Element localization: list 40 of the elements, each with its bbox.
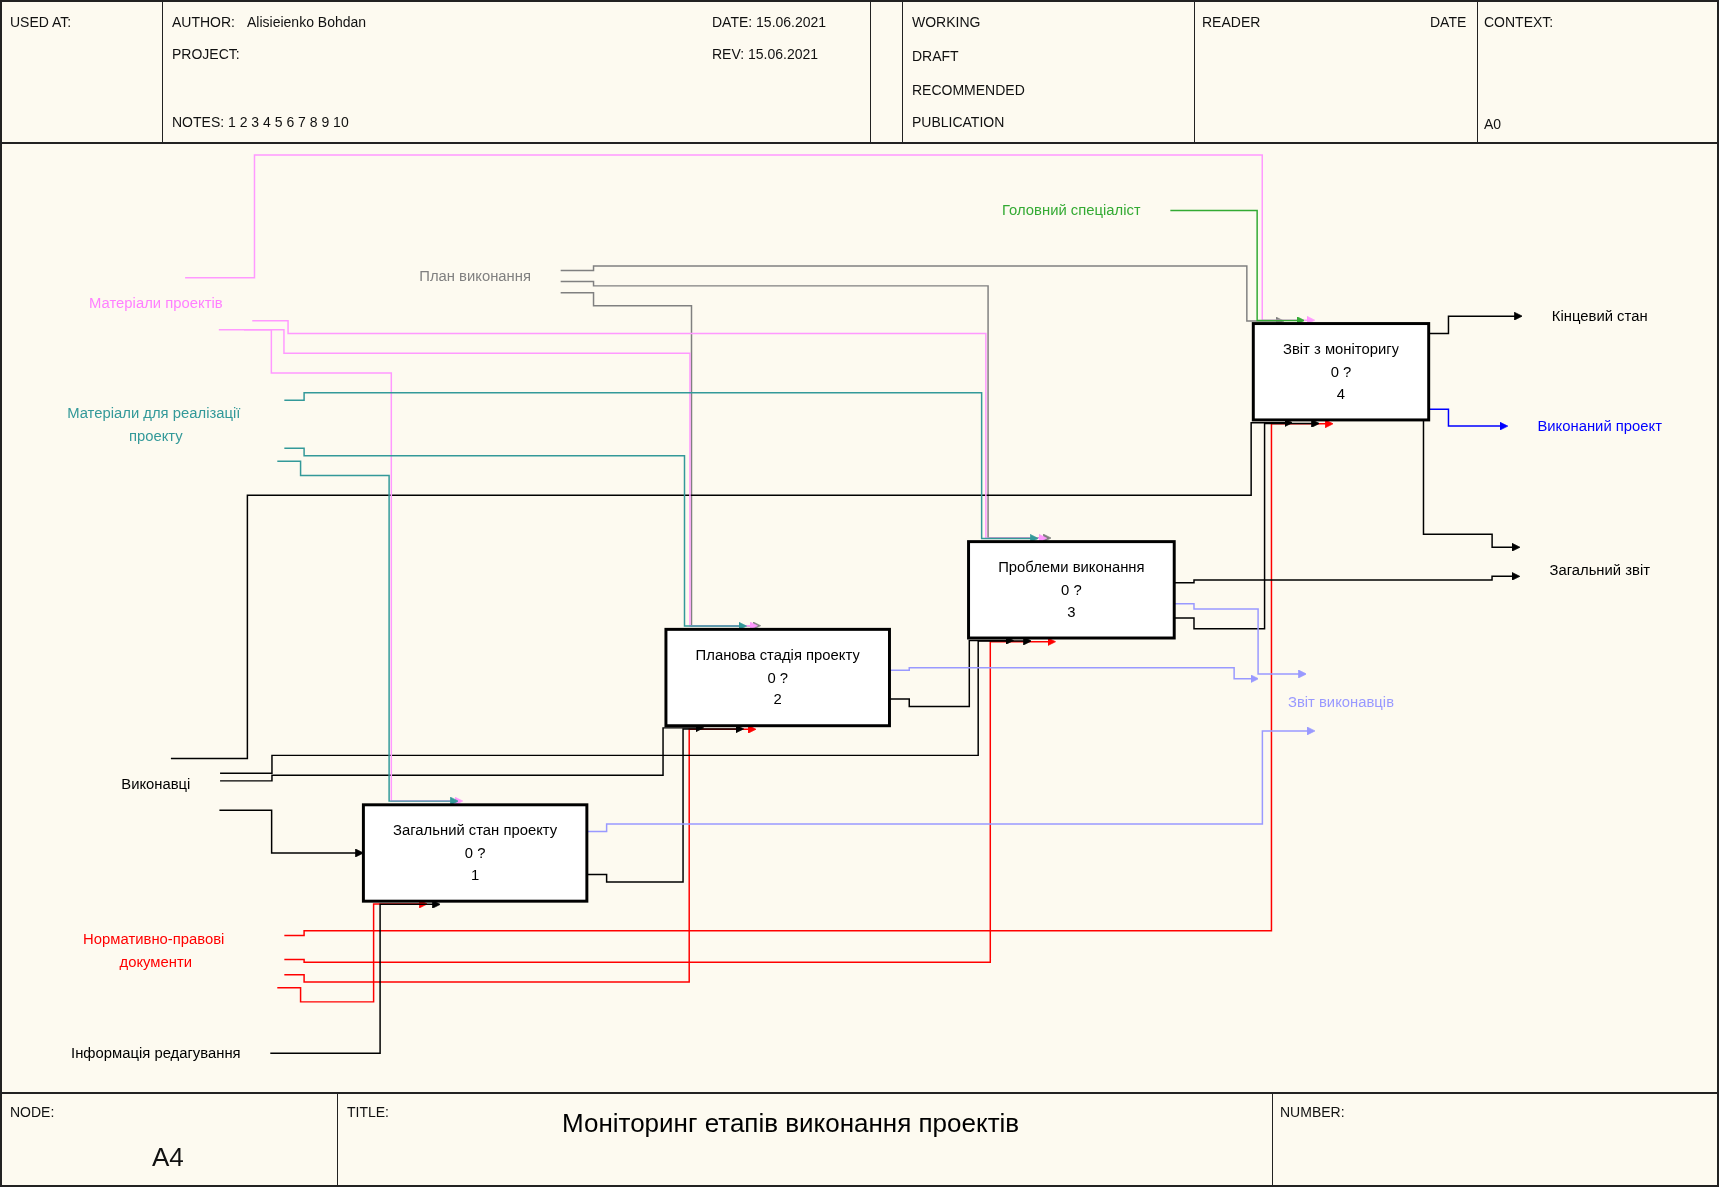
- node-box: Планова стадія проекту 0 ? 2: [664, 627, 891, 728]
- node-box: Проблеми виконання 0 ? 3: [967, 540, 1176, 640]
- node-text: Загальний звіт: [1549, 560, 1650, 578]
- frame-label: NODE:: [10, 1104, 55, 1120]
- node-text: Головний спеціаліст: [1002, 201, 1141, 219]
- frame-label: PROJECT:: [172, 46, 240, 62]
- arrow: [586, 726, 1316, 833]
- frame-label: A0: [1484, 116, 1502, 132]
- arrow: [283, 637, 1056, 964]
- frame-label: RECOMMENDED: [912, 82, 1025, 98]
- node-text: Інформація редагування: [71, 1044, 241, 1061]
- node-text: План виконання: [419, 266, 532, 284]
- frame-label: PUBLICATION: [912, 114, 1005, 130]
- node-text: Матеріали для реалізації проекту: [67, 403, 241, 444]
- node-box: Звіт з моніторигу 0 ? 4: [1251, 322, 1431, 422]
- node-text: Матеріали проектів: [89, 294, 223, 312]
- frame-label: DATE: [1430, 14, 1467, 30]
- arrow: [218, 809, 364, 858]
- frame-label: WORKING: [912, 14, 981, 30]
- diagram-title: Моніторинг етапів виконання проектів: [562, 1108, 1020, 1139]
- arrow: [184, 154, 1316, 325]
- node-text: Нормативно-правові документи: [83, 930, 225, 970]
- arrow: [283, 419, 1334, 937]
- frame-label: DRAFT: [912, 48, 959, 64]
- frame-label: TITLE:: [347, 1104, 389, 1120]
- node-number: A4: [152, 1142, 184, 1173]
- node-text: Виконаний проект: [1537, 416, 1663, 434]
- node-box: Загальний стан проекту 0 ? 1: [361, 803, 589, 903]
- frame-label: NUMBER:: [1280, 1104, 1345, 1120]
- frame-label: NOTES: 1 2 3 4 5 6 7 8 9 10: [172, 114, 349, 130]
- frame-label: Alisieienko Bohdan: [247, 14, 367, 30]
- frame-label: AUTHOR:: [172, 14, 235, 30]
- node-text: Звіт виконавців: [1287, 693, 1395, 710]
- frame-label: DATE: 15.06.2021: [712, 14, 827, 30]
- node-text: Виконавці: [121, 775, 191, 793]
- frame-label: READER: [1202, 14, 1261, 30]
- frame-label: USED AT:: [10, 14, 72, 30]
- node-text: Кінцевий стан: [1551, 307, 1648, 324]
- frame-label: CONTEXT:: [1484, 14, 1554, 30]
- frame-label: REV: 15.06.2021: [712, 46, 819, 62]
